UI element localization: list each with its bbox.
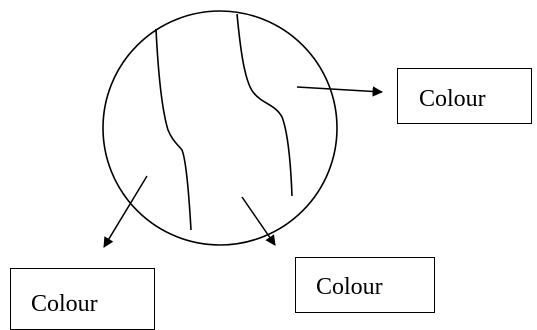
arrow-to-bottom-middle-label (241, 196, 276, 246)
colour-label-text-bottom-middle: Colour (316, 274, 383, 300)
arrow-to-right-label (296, 86, 384, 97)
colour-label-box-right: Colour (397, 68, 532, 124)
left-fibre-boundary (155, 28, 192, 231)
colour-label-text-bottom-left: Colour (31, 291, 98, 317)
magnified-view-circle (102, 10, 338, 246)
arrow-to-bottom-left-label (103, 175, 148, 248)
right-fibre-boundary (236, 13, 293, 197)
colour-label-text-right: Colour (419, 86, 486, 112)
colour-label-box-bottom-middle: Colour (295, 257, 435, 313)
colour-label-box-bottom-left: Colour (10, 268, 155, 330)
